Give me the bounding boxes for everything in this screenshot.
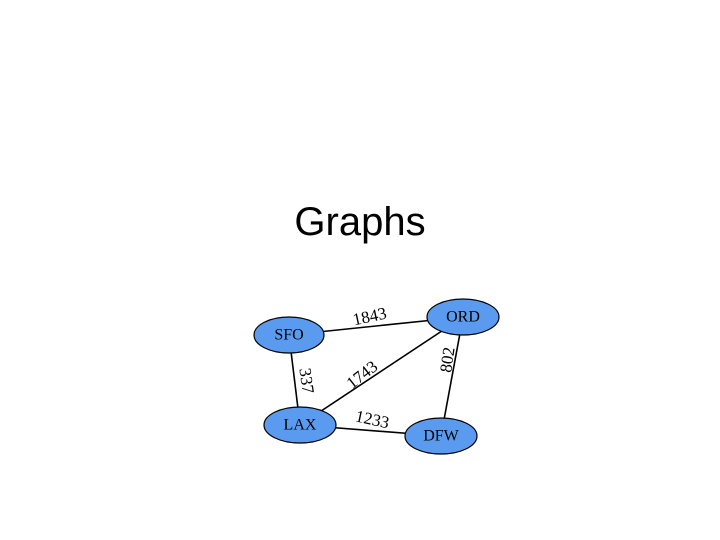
edge-weight-lax-ord: 1743 <box>343 357 381 393</box>
edge-weight-sfo-lax: 337 <box>295 367 317 395</box>
node-label-ord: ORD <box>446 309 480 326</box>
edge-lax-ord <box>299 316 464 426</box>
node-ellipse-lax <box>263 406 337 444</box>
node-label-lax: LAX <box>284 417 317 434</box>
edge-weight-lax-dfw: 1233 <box>354 407 391 433</box>
node-label-sfo: SFO <box>274 327 303 344</box>
node-sfo: SFO <box>253 316 325 354</box>
slide-title: Graphs <box>294 200 426 244</box>
node-ord: ORD <box>426 298 500 336</box>
edge-ord-dfw <box>440 316 464 437</box>
node-ellipse-sfo <box>253 316 325 354</box>
node-dfw: DFW <box>404 417 478 455</box>
node-label-dfw: DFW <box>423 428 459 445</box>
nodes-layer: SFO ORD LAX DFW <box>253 298 500 455</box>
edge-weight-ord-dfw: 802 <box>436 346 458 374</box>
node-ellipse-dfw <box>404 417 478 455</box>
node-lax: LAX <box>263 406 337 444</box>
node-ellipse-ord <box>426 298 500 336</box>
